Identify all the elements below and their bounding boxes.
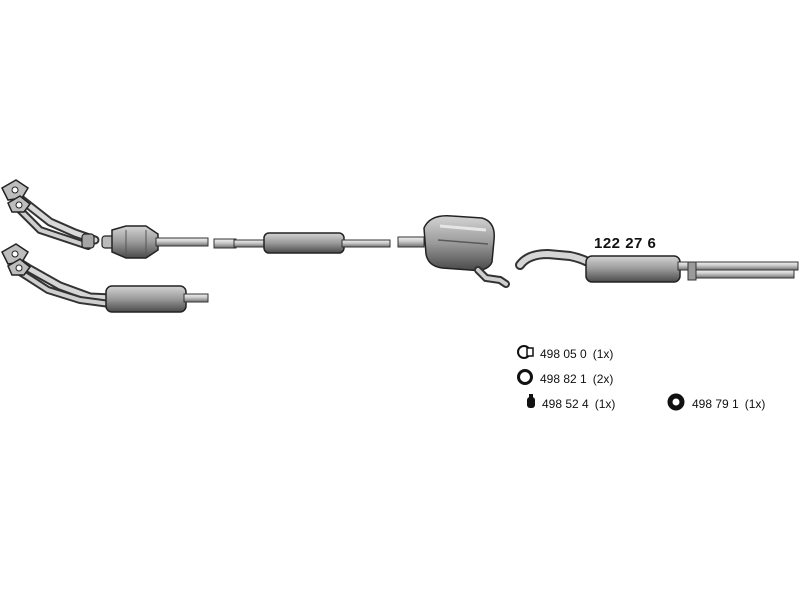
- fitting-rubber-mount[interactable]: 498 79 1 (1x): [666, 392, 765, 415]
- rear-silencer[interactable]: [515, 248, 799, 283]
- fitting-qty: (1x): [744, 396, 766, 411]
- front-pipe-upper[interactable]: [1, 179, 100, 250]
- fitting-qty: (1x): [594, 396, 616, 411]
- fitting-number: 498 05 0: [540, 346, 587, 361]
- fitting-gasket[interactable]: 498 82 1 (2x): [516, 368, 613, 389]
- front-pipe-lower-with-silencer[interactable]: [1, 243, 209, 313]
- rubber-mount-icon: [666, 392, 686, 415]
- fitting-rubber-hanger[interactable]: 498 52 4 (1x): [526, 394, 615, 413]
- fitting-clamp[interactable]: 498 05 0 (1x): [516, 344, 613, 363]
- middle-silencer[interactable]: [213, 232, 391, 254]
- catalytic-converter[interactable]: [101, 225, 209, 259]
- rubber-hanger-icon: [526, 394, 536, 413]
- fitting-number: 498 52 4: [542, 396, 589, 411]
- fitting-qty: (1x): [592, 346, 614, 361]
- fitting-number: 498 82 1: [540, 371, 587, 386]
- center-muffler[interactable]: [397, 215, 510, 288]
- fitting-number: 498 79 1: [692, 396, 739, 411]
- clamp-icon: [516, 344, 534, 363]
- fitting-qty: (2x): [592, 371, 614, 386]
- gasket-ring-icon: [516, 368, 534, 389]
- rear-silencer-part-number: 122 27 6: [594, 235, 657, 252]
